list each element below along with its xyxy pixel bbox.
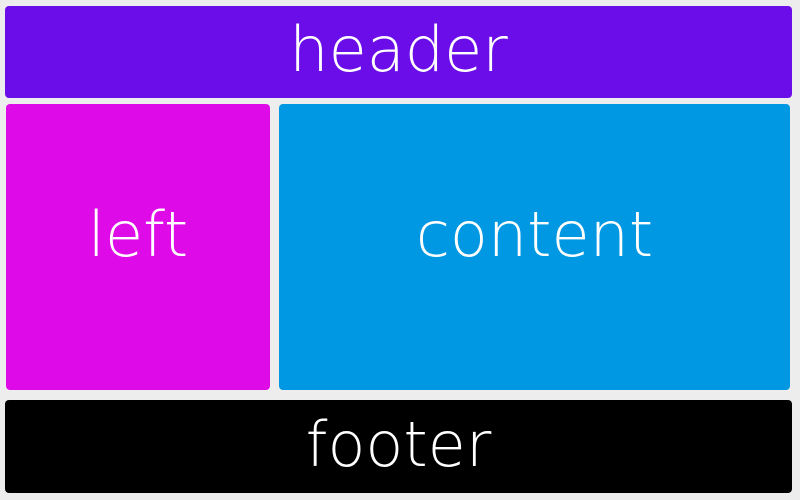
left-block: left (6, 104, 270, 390)
footer-label: footer (305, 407, 492, 481)
content-label: content (415, 198, 654, 271)
content-block: content (279, 104, 790, 390)
header-label: header (289, 13, 508, 86)
header-block: header (5, 6, 792, 98)
left-label: left (87, 198, 189, 271)
footer-block: footer (5, 400, 792, 493)
